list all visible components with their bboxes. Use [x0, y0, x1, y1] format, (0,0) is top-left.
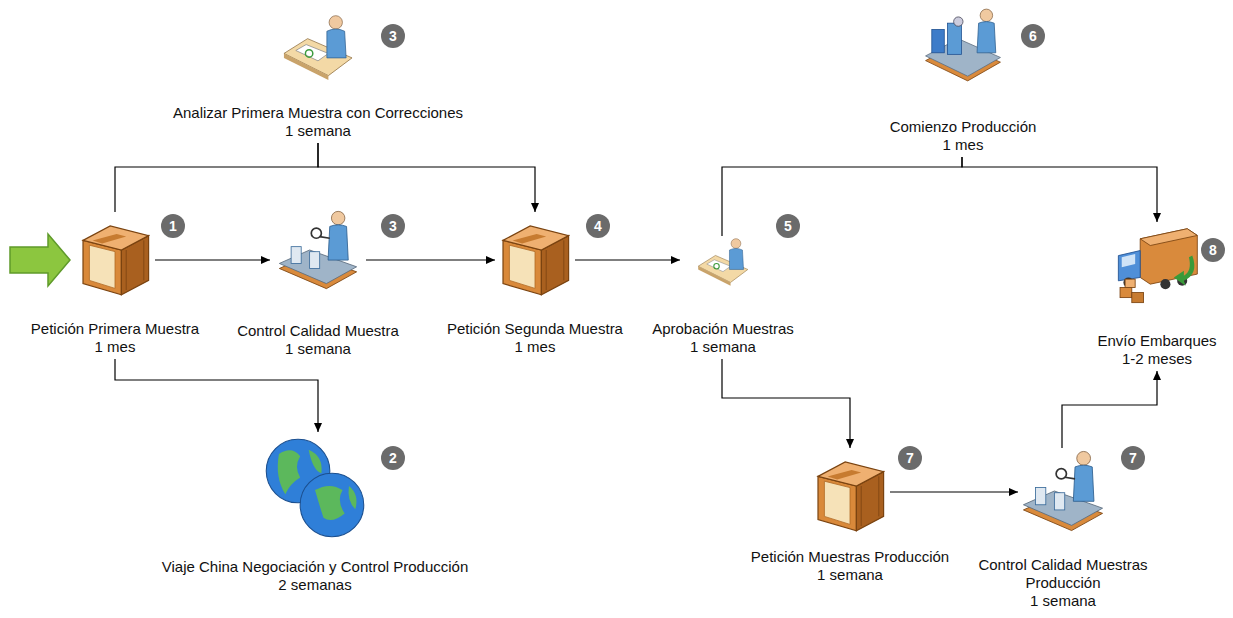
flow-connector [1062, 371, 1157, 448]
process-step: Petición Primera Muestra1 mes [75, 212, 155, 304]
step-name: Petición Segunda Muestra [447, 320, 623, 338]
step-label: Analizar Primera Muestra con Correccione… [173, 104, 463, 140]
flow-connector [318, 143, 535, 212]
callout-number: 8 [1201, 238, 1225, 262]
process-step: Analizar Primera Muestra con Correccione… [276, 12, 360, 86]
step-name: Aprobación Muestras [652, 320, 794, 338]
callout-number: 3 [381, 214, 405, 238]
step-label: Comienzo Producción1 mes [890, 118, 1037, 154]
callout-number: 3 [381, 24, 405, 48]
step-duration: 1-2 meses [1097, 350, 1216, 368]
flow-connector [962, 157, 1157, 222]
flow-connector [115, 143, 318, 212]
crate-icon [495, 212, 575, 304]
step-label: Viaje China Negociación y Control Produc… [162, 558, 469, 594]
step-label: Envío Embarques1-2 meses [1097, 332, 1216, 368]
flow-connector [575, 259, 680, 260]
process-step: Control Calidad Muestra1 semana [270, 208, 366, 292]
step-label: Petición Segunda Muestra1 mes [447, 320, 623, 356]
step-duration: 1 mes [31, 338, 199, 356]
desk-icon [680, 236, 766, 290]
step-duration: 1 semana [751, 566, 949, 584]
callout-number: 2 [381, 446, 405, 470]
step-label: Control Calidad Muestra1 semana [237, 322, 399, 358]
entry-arrow [10, 234, 70, 286]
step-duration: 1 semana [652, 338, 794, 356]
step-duration: 1 semana [173, 122, 463, 140]
step-name: Envío Embarques [1097, 332, 1216, 350]
truck-icon [1108, 222, 1206, 306]
process-step: Envío Embarques1-2 meses [1108, 222, 1206, 306]
step-name: Comienzo Producción [890, 118, 1037, 136]
process-step: Comienzo Producción1 mes [916, 6, 1010, 84]
step-duration: 1 semana [966, 592, 1161, 610]
step-duration: 1 mes [890, 136, 1037, 154]
process-step: Petición Segunda Muestra1 mes [495, 212, 575, 304]
flow-connector [155, 259, 270, 260]
callout-number: 5 [776, 214, 800, 238]
step-label: Petición Muestras Producción1 semana [751, 548, 949, 584]
flow-connector [722, 157, 962, 236]
callout-number: 1 [161, 214, 185, 238]
step-name: Viaje China Negociación y Control Produc… [162, 558, 469, 576]
step-duration: 1 mes [447, 338, 623, 356]
step-label: Aprobación Muestras1 semana [652, 320, 794, 356]
step-label: Petición Primera Muestra1 mes [31, 320, 199, 356]
step-name: Petición Muestras Producción [751, 548, 949, 566]
crate-icon [75, 212, 155, 304]
globe-icon [262, 432, 368, 544]
desk-icon [276, 12, 360, 86]
step-label: Control Calidad Muestras Producción1 sem… [966, 556, 1161, 610]
flow-connector [722, 359, 850, 448]
crate-icon [810, 448, 890, 540]
step-duration: 2 semanas [162, 576, 469, 594]
callout-number: 7 [898, 446, 922, 470]
step-name: Analizar Primera Muestra con Correccione… [173, 104, 463, 122]
process-step: Viaje China Negociación y Control Produc… [262, 432, 368, 544]
callout-number: 4 [586, 214, 610, 238]
callout-number: 7 [1121, 446, 1145, 470]
callout-number: 6 [1021, 24, 1045, 48]
flow-connector [890, 491, 1018, 492]
process-step: Petición Muestras Producción1 semana [810, 448, 890, 540]
process-step: Control Calidad Muestras Producción1 sem… [1018, 448, 1108, 534]
inspect-icon [1018, 448, 1108, 534]
flow-connector [115, 359, 318, 432]
process-step: Aprobación Muestras1 semana [680, 236, 766, 290]
step-name: Petición Primera Muestra [31, 320, 199, 338]
factory-icon [916, 6, 1010, 84]
step-duration: 1 semana [237, 340, 399, 358]
flow-connector [366, 259, 495, 260]
inspect-icon [270, 208, 366, 292]
step-name: Control Calidad Muestras Producción [966, 556, 1161, 592]
step-name: Control Calidad Muestra [237, 322, 399, 340]
